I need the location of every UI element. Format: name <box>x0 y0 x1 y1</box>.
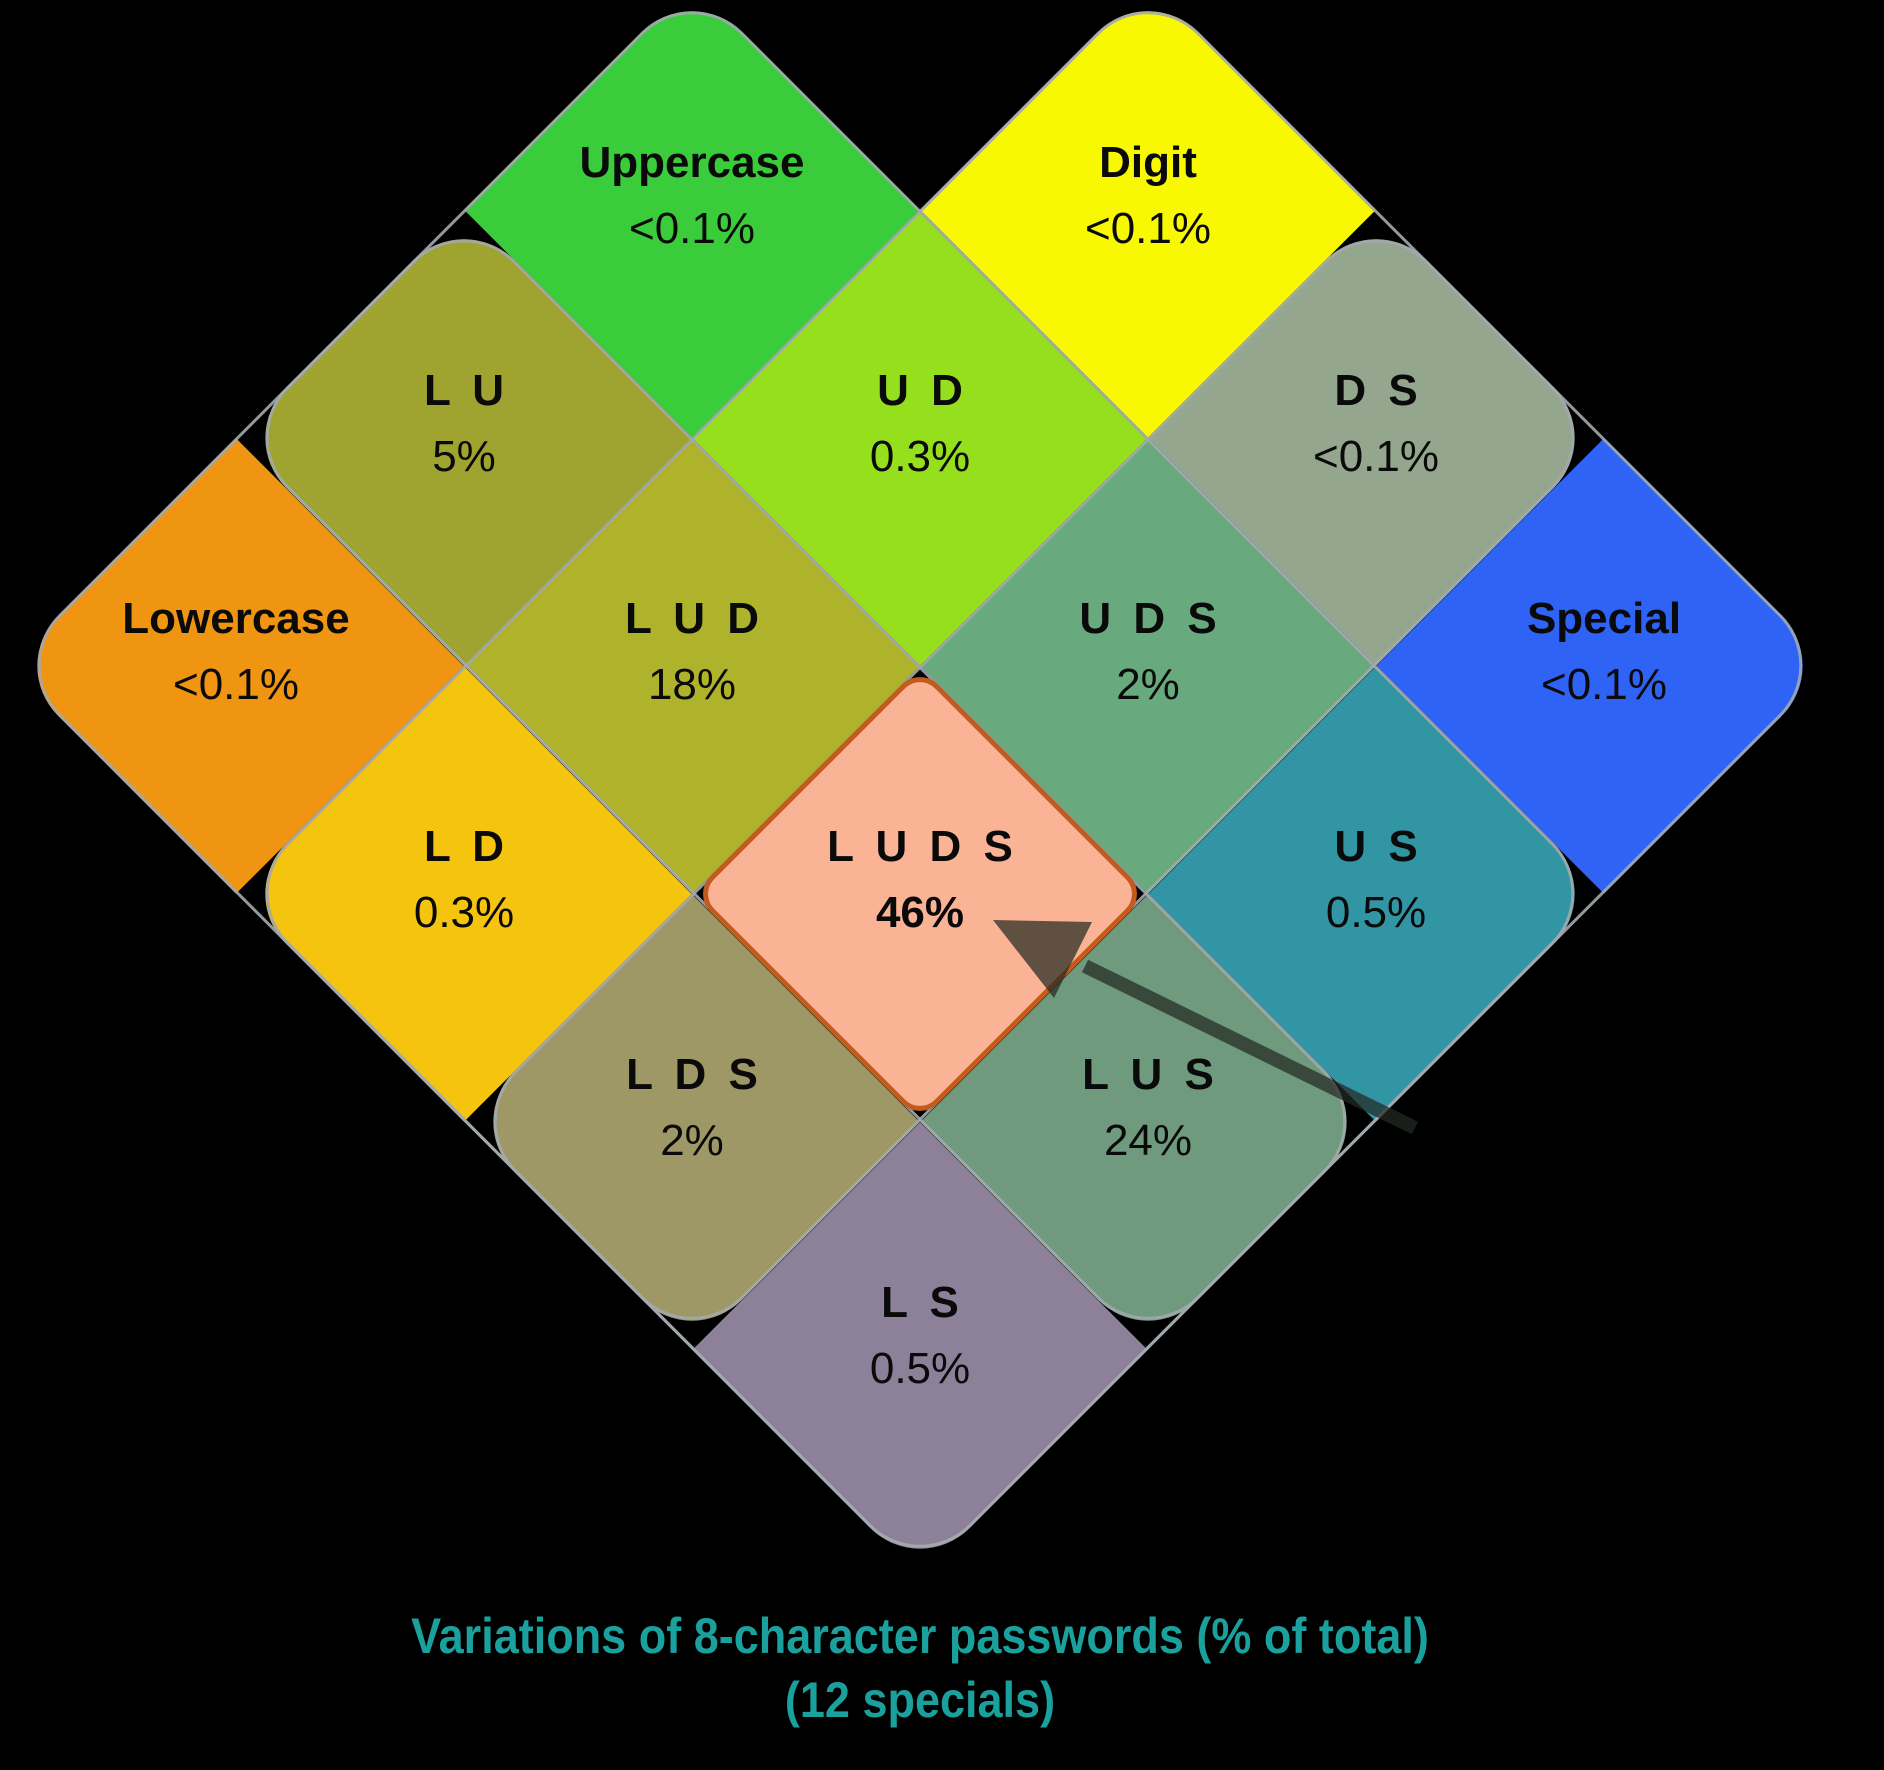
figure-caption: Variations of 8-character passwords (% o… <box>92 1604 1748 1732</box>
region-special-label: Special <0.1% <box>1394 586 1814 718</box>
region-value-text: 0.3% <box>869 432 971 481</box>
region-uds-label: U D S 2% <box>938 586 1358 718</box>
region-value-text: <0.1% <box>1541 660 1667 709</box>
region-ld-label: L D 0.3% <box>254 814 674 946</box>
region-lds-label: L D S 2% <box>482 1042 902 1174</box>
region-label-text: Uppercase <box>579 138 805 187</box>
region-label-text: L S <box>881 1278 959 1327</box>
region-us-label: U S 0.5% <box>1166 814 1586 946</box>
region-lud-label: L U D 18% <box>482 586 902 718</box>
region-value-text: 0.3% <box>413 888 515 937</box>
region-value-text: 0.5% <box>869 1344 971 1393</box>
region-value-text: <0.1% <box>1313 432 1439 481</box>
region-value-text: 5% <box>432 432 496 481</box>
region-lowercase-label: Lowercase <0.1% <box>26 586 446 718</box>
region-label-text: L U D S <box>827 822 1013 871</box>
region-label-text: Lowercase <box>122 594 350 643</box>
region-label-text: U S <box>1334 822 1418 871</box>
region-lu-label: L U 5% <box>254 358 674 490</box>
region-ds-label: D S <0.1% <box>1166 358 1586 490</box>
region-value-text: 0.5% <box>1325 888 1427 937</box>
region-value-text: <0.1% <box>173 660 299 709</box>
region-value-text: 18% <box>647 660 737 709</box>
region-value-text: <0.1% <box>1085 204 1211 253</box>
region-label-text: Digit <box>1099 138 1197 187</box>
region-value-text: 24% <box>1103 1116 1193 1165</box>
region-value-text: <0.1% <box>629 204 755 253</box>
region-label-text: D S <box>1334 366 1418 415</box>
region-luds-label: L U D S 46% <box>710 814 1130 946</box>
region-label-text: L U D <box>624 594 760 643</box>
region-ls-label: L S 0.5% <box>710 1270 1130 1402</box>
caption-line-1: Variations of 8-character passwords (% o… <box>411 1608 1429 1664</box>
region-label-text: L D <box>423 822 505 871</box>
region-value-text: 2% <box>660 1116 724 1165</box>
region-label-text: U D <box>877 366 963 415</box>
caption-line-2: (12 specials) <box>784 1672 1056 1728</box>
region-label-text: L U S <box>1082 1050 1214 1099</box>
region-uppercase-label: Uppercase <0.1% <box>482 130 902 262</box>
region-label-text: L D S <box>626 1050 758 1099</box>
region-ud-label: U D 0.3% <box>710 358 1130 490</box>
region-digit-label: Digit <0.1% <box>938 130 1358 262</box>
region-value-text: 2% <box>1116 660 1180 709</box>
region-label-text: L U <box>423 366 505 415</box>
region-label-text: U D S <box>1079 594 1217 643</box>
region-lus-label: L U S 24% <box>938 1042 1358 1174</box>
region-label-text: Special <box>1526 594 1682 643</box>
region-value-text: 46% <box>875 888 965 937</box>
